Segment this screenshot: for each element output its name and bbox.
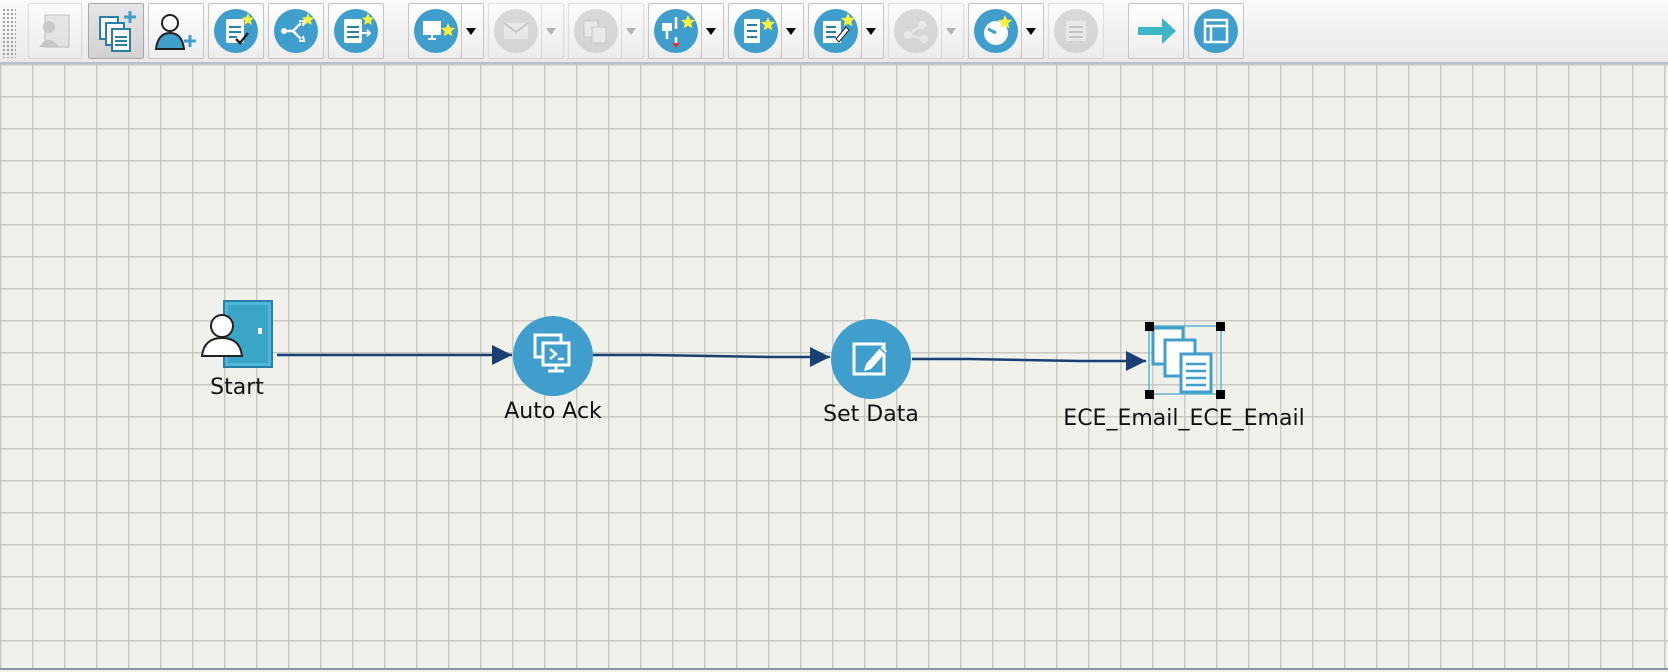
add-documents-button[interactable] (88, 3, 144, 59)
share-dropdown-arrow[interactable] (941, 4, 960, 58)
node-label: ECE_Email_ECE_Email (1063, 406, 1305, 431)
add-user-icon (154, 14, 196, 50)
new-auto-ack-icon (414, 9, 458, 53)
add-user-button[interactable] (148, 3, 204, 59)
edit-new-icon (814, 9, 858, 53)
email-dropdown-arrow[interactable] (541, 4, 560, 58)
data-new-dropdown-arrow[interactable] (781, 4, 800, 58)
node-label: Auto Ack (504, 399, 602, 424)
connector-set-data-to-ece-email[interactable] (912, 351, 1146, 371)
share-icon (894, 9, 938, 53)
copy-icon (574, 9, 618, 53)
email-icon (494, 9, 538, 53)
layout-panel-button[interactable] (1188, 3, 1244, 59)
add-documents-icon (99, 11, 136, 52)
connector-layer (277, 345, 1146, 371)
data-new-icon (734, 9, 778, 53)
email-button[interactable] (488, 3, 564, 59)
copy-button[interactable] (568, 3, 644, 59)
clipboard-add-check-icon (214, 9, 258, 53)
workflow-canvas[interactable]: Start Auto Ack Set Data (0, 64, 1668, 670)
edit-new-dropdown-arrow[interactable] (861, 4, 880, 58)
workflow-branch-add-button[interactable] (268, 3, 324, 59)
workflow-node-ece-email[interactable] (1145, 322, 1225, 406)
toolbar (0, 0, 1668, 64)
branch-new-icon (654, 9, 698, 53)
new-auto-ack-button[interactable] (408, 3, 484, 59)
selection-handle[interactable] (1216, 390, 1225, 399)
share-button[interactable] (888, 3, 964, 59)
copy-dropdown-arrow[interactable] (621, 4, 640, 58)
arrow-right-button[interactable] (1128, 3, 1184, 59)
data-new-button[interactable] (728, 3, 804, 59)
edit-new-button[interactable] (808, 3, 884, 59)
layout-panel-icon (1194, 9, 1238, 53)
user-card-icon (39, 14, 70, 48)
auto-ack-monitor-icon (513, 316, 593, 396)
workflow-node-start[interactable] (200, 300, 276, 374)
workflow-node-set-data[interactable] (830, 318, 912, 404)
branch-new-dropdown-arrow[interactable] (701, 4, 720, 58)
clipboard-add-arrow-button[interactable] (328, 3, 384, 59)
stacked-documents-icon (1148, 325, 1222, 395)
timer-new-icon (974, 9, 1018, 53)
set-data-edit-icon (831, 319, 911, 399)
workflow-branch-add-icon (274, 9, 318, 53)
workflow-node-auto-ack[interactable] (512, 315, 594, 401)
toolbar-grip[interactable] (2, 8, 16, 58)
timer-new-dropdown-arrow[interactable] (1021, 4, 1040, 58)
branch-new-button[interactable] (648, 3, 724, 59)
new-auto-ack-dropdown-arrow[interactable] (461, 4, 480, 58)
clipboard-add-check-button[interactable] (208, 3, 264, 59)
start-user-door-icon (200, 300, 273, 368)
selection-handle[interactable] (1145, 390, 1154, 399)
selection-handle[interactable] (1145, 322, 1154, 331)
connector-auto-ack-to-set-data[interactable] (593, 347, 830, 367)
arrow-right-icon (1138, 18, 1176, 44)
node-label: Set Data (823, 402, 919, 427)
document-list-button[interactable] (1048, 3, 1104, 59)
user-card-button[interactable] (28, 3, 82, 59)
timer-new-button[interactable] (968, 3, 1044, 59)
selection-handle[interactable] (1216, 322, 1225, 331)
node-label: Start (210, 375, 264, 400)
clipboard-add-arrow-icon (334, 9, 378, 53)
document-list-icon (1054, 9, 1098, 53)
